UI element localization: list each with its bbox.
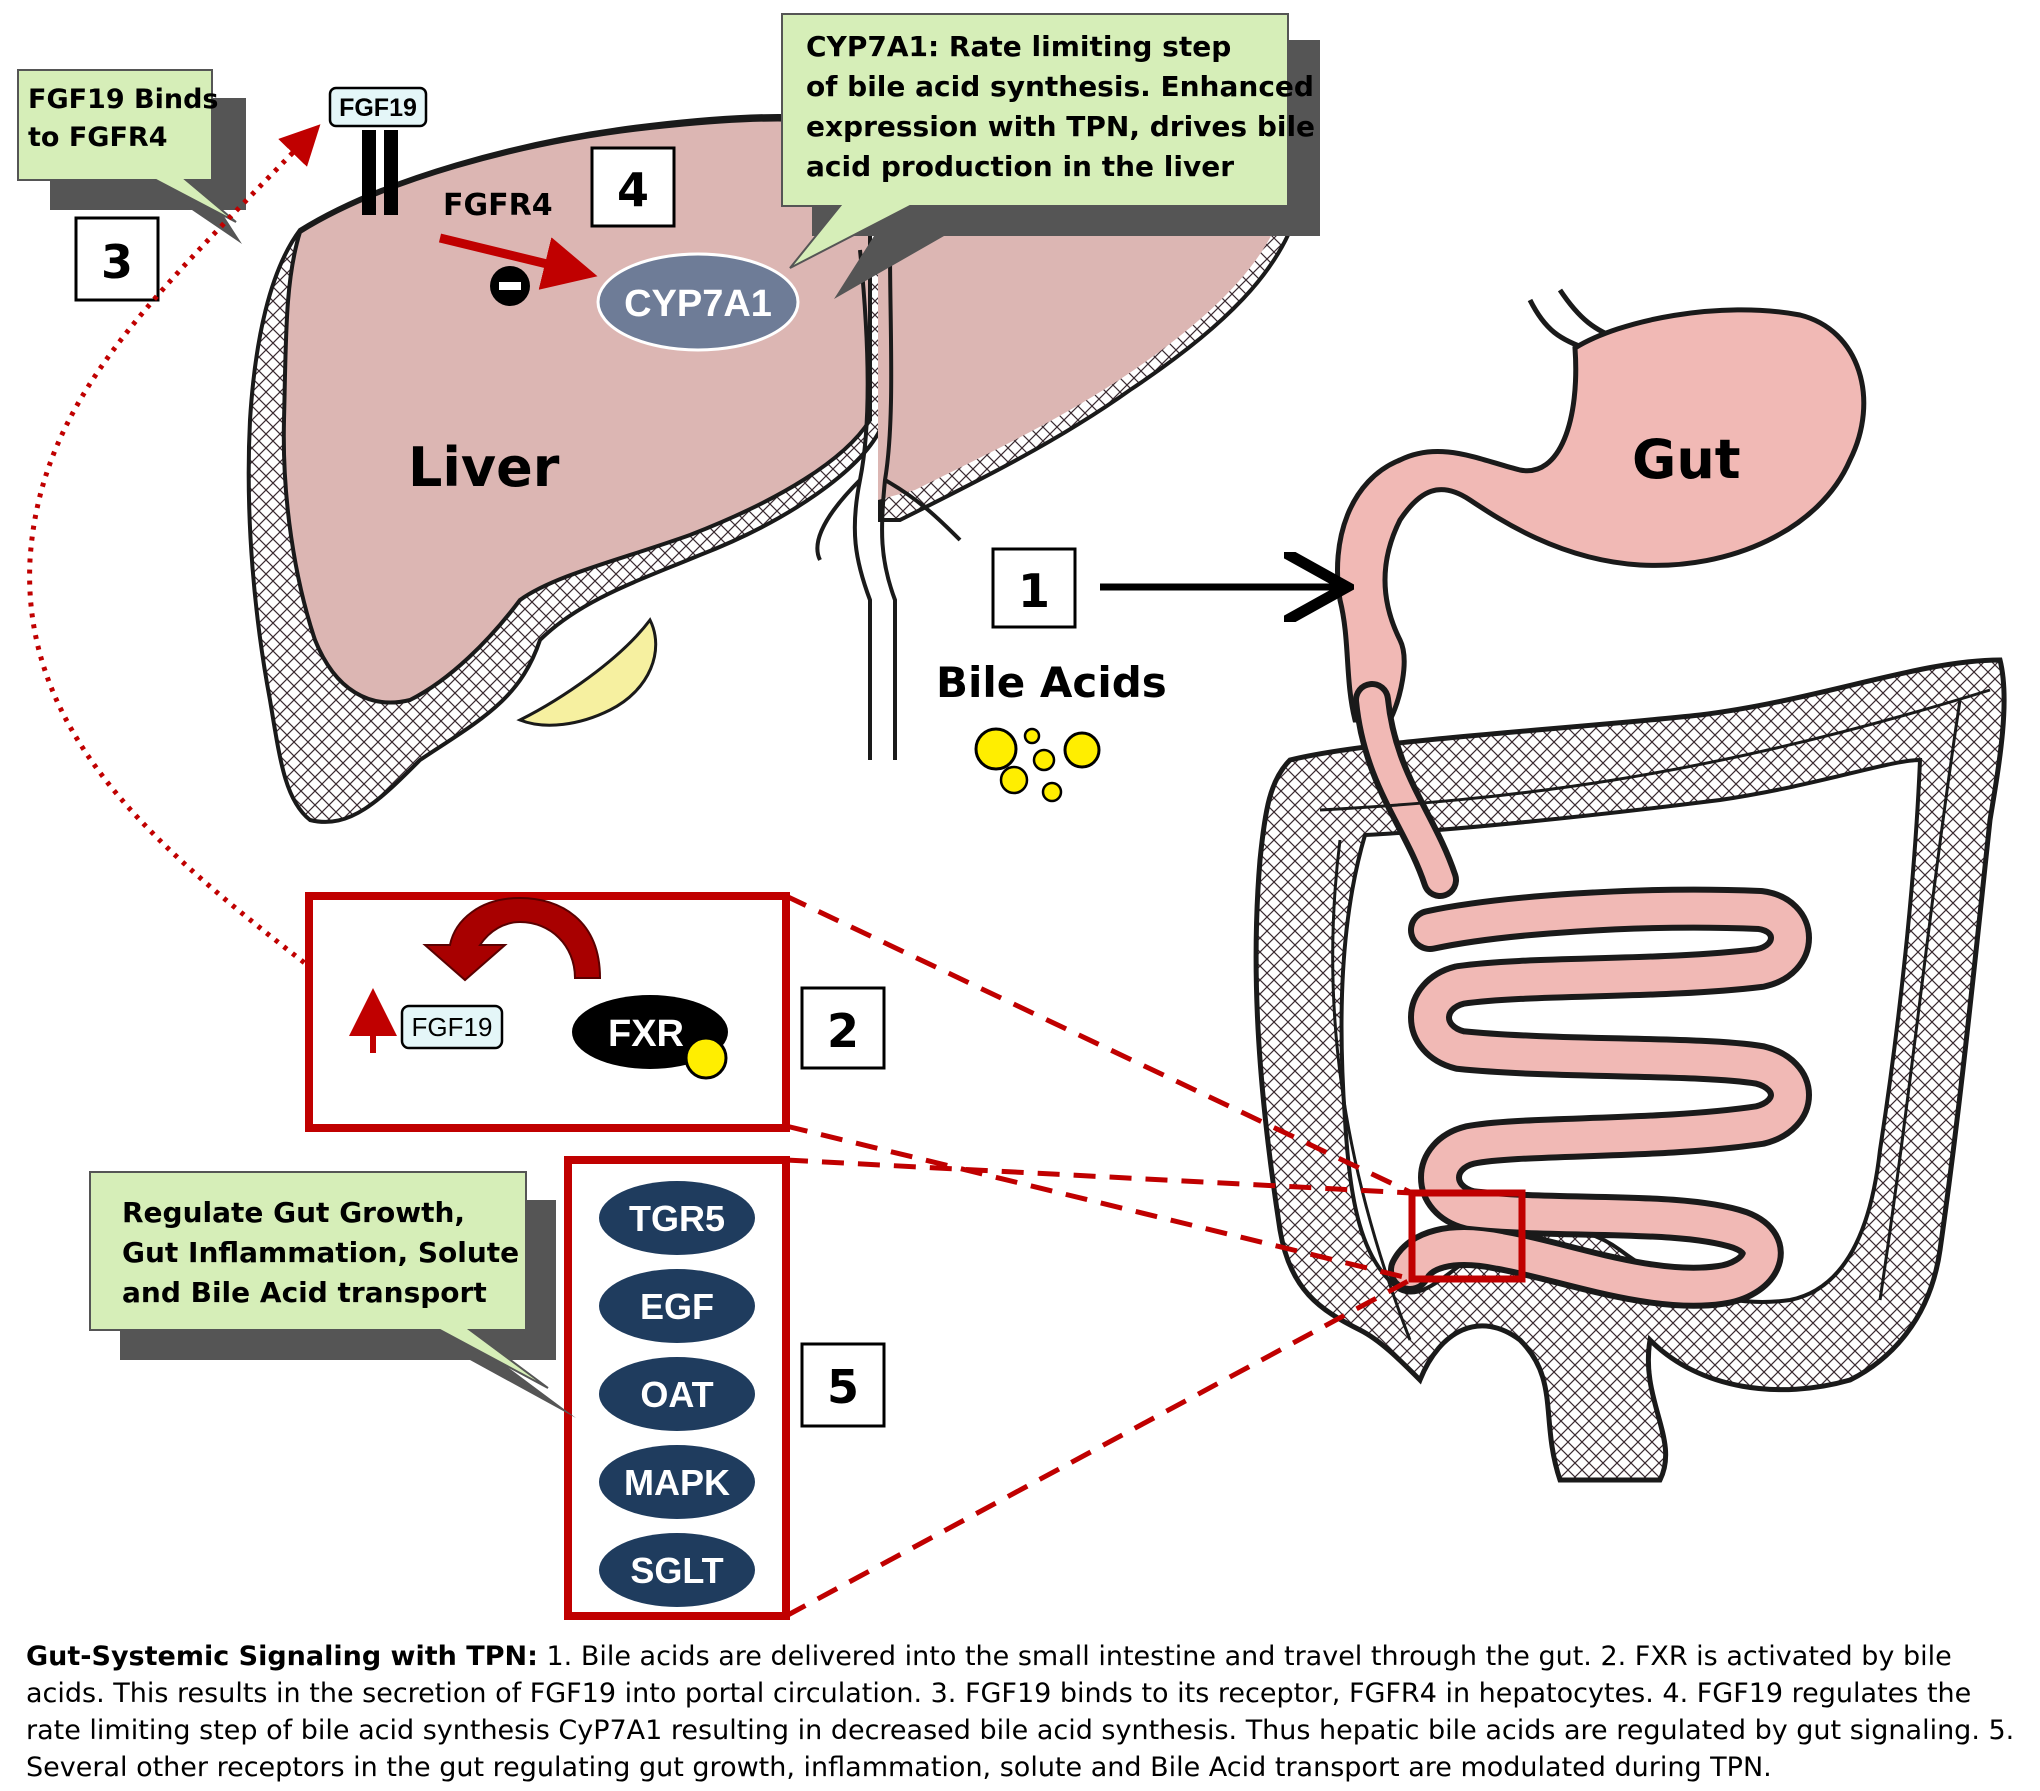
svg-text:3: 3 [101, 235, 133, 289]
fxr-label: FXR [608, 1013, 684, 1055]
receptor-label: EGF [640, 1286, 714, 1327]
hepatic-vessel [815, 249, 962, 760]
fgfr4-receptor-bar-left [362, 130, 376, 215]
gut-zoom-region [1408, 1189, 1526, 1283]
receptor-mapk: MAPK [599, 1445, 755, 1519]
bile-acid-droplets [974, 727, 1101, 803]
curved-arrow-icon [422, 896, 602, 982]
gallbladder [516, 617, 658, 727]
stomach [1335, 307, 1867, 723]
liver-label: Liver [408, 436, 560, 499]
callout-cyp7a1-line-1: CYP7A1: Rate limiting step [806, 30, 1231, 63]
fgf19-box-label: FGF19 [412, 1012, 493, 1042]
receptor-label: MAPK [624, 1462, 730, 1503]
callout-regulate-line-2: Gut Inflammation, Solute [122, 1236, 519, 1269]
fgfr4-inhibition-arrow [438, 233, 598, 290]
zoom-connector-lines [784, 893, 1414, 1619]
svg-text:5: 5 [827, 1360, 859, 1414]
figure-caption: Gut-Systemic Signaling with TPN: 1. Bile… [26, 1638, 2016, 1786]
fxr-node: FXR [572, 995, 728, 1080]
callout-regulate: Regulate Gut Growth, Gut Inflammation, S… [89, 1171, 576, 1418]
receptor-oat: OAT [599, 1357, 755, 1431]
receptor-label: OAT [640, 1374, 713, 1415]
step-5-badge: 5 [800, 1342, 886, 1428]
fgf19-top-label: FGF19 [339, 94, 417, 122]
gut-illustration [1253, 288, 2007, 1483]
receptor-sglt: SGLT [599, 1533, 755, 1607]
diagram-canvas: Liver FGF19 FGFR4 CYP7A1 4 CYP7A1: Rate … [17, 13, 2007, 1620]
callout-regulate-line-3: and Bile Acid transport [122, 1276, 487, 1309]
cyp7a1-node: CYP7A1 [596, 252, 800, 352]
callout-fgf19-line-2: to FGFR4 [28, 122, 167, 153]
callout-cyp7a1-line-2: of bile acid synthesis. Enhanced [806, 70, 1314, 103]
bile-acids-label: Bile Acids [936, 658, 1167, 707]
svg-text:4: 4 [617, 163, 649, 217]
fgf19-ligand-top: FGF19 [328, 86, 428, 128]
receptor-tgr5: TGR5 [599, 1181, 755, 1255]
minus-icon [490, 266, 530, 306]
callout-regulate-line-1: Regulate Gut Growth, [122, 1196, 465, 1229]
callout-cyp7a1-line-4: acid production in the liver [806, 150, 1234, 183]
callout-cyp7a1: CYP7A1: Rate limiting step of bile acid … [781, 13, 1320, 299]
callout-fgf19-binds: FGF19 Binds to FGFR4 [17, 69, 246, 244]
callout-fgf19-line-1: FGF19 Binds [28, 84, 218, 115]
cyp7a1-label: CYP7A1 [624, 283, 772, 325]
svg-text:2: 2 [827, 1004, 859, 1058]
fgfr4-receptor-bar-right [384, 130, 398, 215]
caption-title: Gut-Systemic Signaling with TPN: [26, 1641, 538, 1672]
gut-label: Gut [1632, 428, 1741, 491]
receptor-egf: EGF [599, 1269, 755, 1343]
step-4-badge: 4 [590, 146, 676, 228]
svg-text:1: 1 [1018, 564, 1050, 618]
fgf19-ligand-box: FGF19 [400, 1004, 504, 1050]
step-2-badge: 2 [800, 986, 886, 1070]
callout-cyp7a1-line-3: expression with TPN, drives bile [806, 110, 1315, 143]
receptor-label: TGR5 [629, 1198, 725, 1239]
fgfr4-label: FGFR4 [443, 188, 553, 223]
fgf19-circulation-path [27, 124, 367, 1012]
receptor-label: SGLT [630, 1550, 723, 1591]
caption-text: 1. Bile acids are delivered into the sma… [26, 1641, 2015, 1783]
step-1-badge: 1 [991, 547, 1077, 629]
step-3-badge: 3 [74, 216, 160, 302]
